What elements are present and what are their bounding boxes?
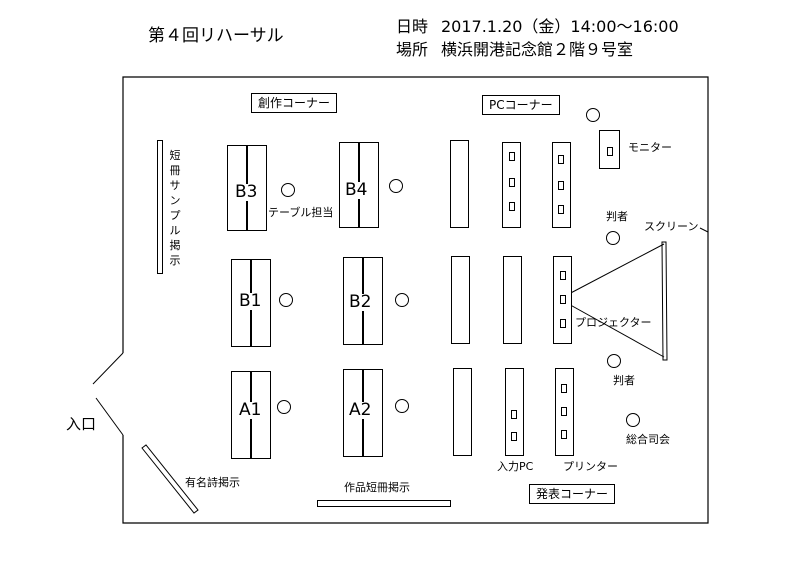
screen-label: スクリーン (644, 220, 699, 233)
monitor-label: モニター (628, 141, 672, 154)
table-staff-label: テーブル担当 (268, 206, 334, 219)
judge-top-seat (606, 231, 620, 245)
center-table-2 (503, 256, 522, 344)
judge-top-label: 判者 (606, 210, 628, 223)
pc-table-1 (450, 140, 469, 228)
tanzaku-sample-board (157, 140, 163, 274)
seat-b2 (395, 293, 409, 307)
projector-unit (560, 295, 566, 304)
table-b3-label: B3 (234, 182, 259, 202)
table-a2-label: A2 (348, 400, 373, 420)
judge-bottom-label: 判者 (613, 374, 635, 387)
page-title: 第４回リハーサル (148, 26, 284, 46)
table-b2-label: B2 (348, 292, 373, 312)
monitor-screen (607, 147, 613, 156)
printer-unit (561, 407, 567, 416)
seat-pc-corner (586, 108, 600, 122)
work-tanzaku-label: 作品短冊掲示 (344, 481, 410, 494)
projector-unit (560, 319, 566, 328)
creation-corner-label: 創作コーナー (251, 93, 338, 113)
pc-unit (558, 155, 564, 164)
pc-corner-label: PCコーナー (482, 95, 560, 115)
tanzaku-sample-label: 短冊サンプル掲示 (169, 149, 181, 267)
input-pc-unit (511, 432, 517, 441)
pc-unit (509, 178, 515, 187)
date-label: 日時 (396, 17, 429, 36)
input-pc-unit (511, 410, 517, 419)
printer-label: プリンター (563, 460, 618, 473)
bottom-table-1 (453, 368, 472, 456)
printer-unit (561, 430, 567, 439)
projector-label: プロジェクター (575, 316, 652, 329)
projector-unit (560, 271, 566, 280)
table-b1-label: B1 (238, 291, 263, 311)
mc-seat (626, 413, 640, 427)
table-b4-label: B4 (344, 180, 369, 200)
seat-b3 (281, 183, 295, 197)
date-value: 2017.1.20（金）14:00～16:00 (441, 17, 679, 36)
seat-b1 (279, 293, 293, 307)
pc-unit (509, 202, 515, 211)
screen-board (661, 241, 668, 361)
famous-poems-board (141, 444, 199, 514)
place-label: 場所 (396, 40, 429, 59)
seat-a2 (395, 399, 409, 413)
input-pc-label: 入力PC (497, 460, 534, 473)
seat-b4 (389, 179, 403, 193)
judge-bottom-seat (607, 354, 621, 368)
presentation-corner-label: 発表コーナー (529, 484, 616, 504)
center-table-1 (451, 256, 470, 344)
famous-poems-label: 有名詩掲示 (185, 476, 240, 489)
printer-unit (561, 384, 567, 393)
table-a1-label: A1 (238, 400, 263, 420)
pc-unit (558, 205, 564, 214)
work-tanzaku-board (317, 500, 451, 507)
seat-a1 (277, 400, 291, 414)
pc-unit (558, 181, 564, 190)
place-value: 横浜開港記念館２階９号室 (441, 40, 634, 59)
entrance-label: 入口 (66, 415, 97, 433)
pc-unit (509, 152, 515, 161)
mc-label: 総合司会 (626, 433, 670, 446)
